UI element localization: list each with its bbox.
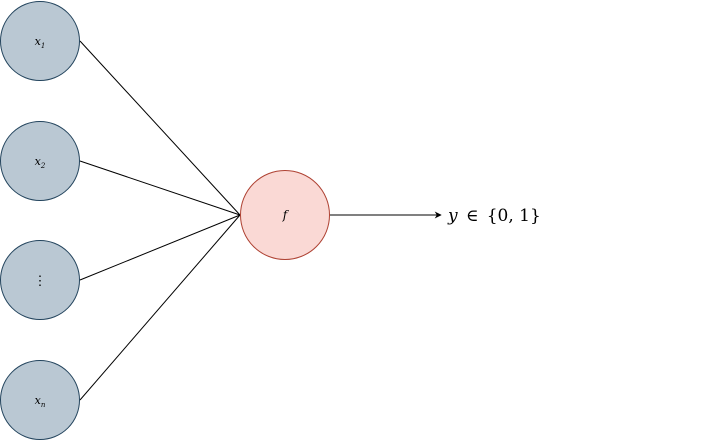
neuron-label: f	[282, 208, 290, 222]
input-x2-base: x	[35, 155, 42, 168]
input-x2-sub: 2	[40, 162, 46, 170]
output-var: y	[447, 206, 458, 226]
edge-xn-to-f	[79, 214, 241, 401]
input-node-xn: xn	[0, 360, 80, 440]
input-ellipsis-glyph: ⋮	[34, 274, 47, 289]
edge-x1-to-f	[79, 40, 241, 216]
svg-text:⋮: ⋮	[34, 274, 47, 289]
output-set: {0, 1}	[487, 206, 541, 226]
edge-x2-to-f	[79, 160, 241, 216]
output-relation: ∈	[466, 206, 479, 226]
output-label: y ∈ {0, 1}	[447, 206, 541, 226]
input-node-x2: x2	[0, 121, 80, 201]
input-xn-sub: n	[41, 401, 46, 409]
svg-text:x2: x2	[35, 155, 46, 170]
input-xn-base: x	[35, 394, 42, 407]
svg-text:xn: xn	[35, 394, 46, 409]
input-x1-sub: 1	[41, 42, 45, 50]
input-x1-base: x	[35, 35, 42, 48]
input-node-x1: x1	[0, 1, 80, 81]
svg-text:x1: x1	[35, 35, 46, 50]
input-node-ellipsis: ⋮	[0, 240, 80, 320]
neuron-node-f: f	[240, 170, 330, 260]
edge-dots-to-f	[79, 214, 241, 281]
